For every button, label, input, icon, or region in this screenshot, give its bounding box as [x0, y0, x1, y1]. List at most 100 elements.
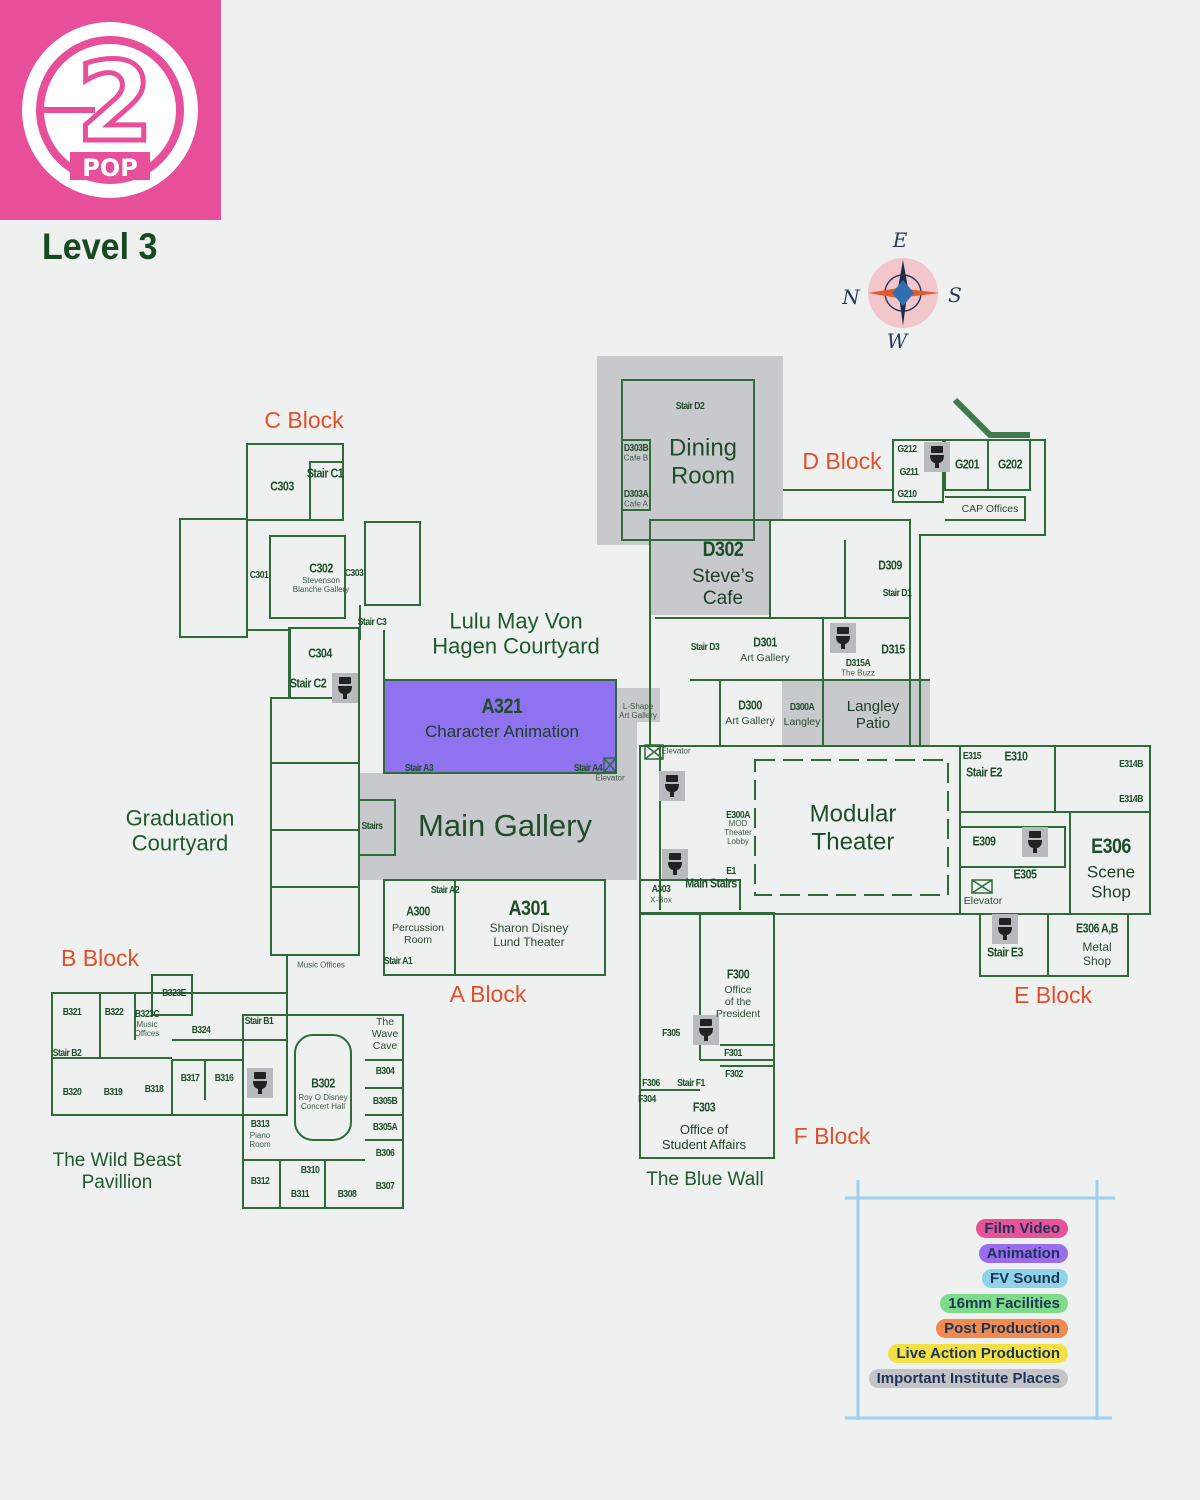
room-label-e314b-1: E314B — [1119, 757, 1143, 770]
room-label-a303: A303 — [651, 882, 671, 895]
room-label-b310: B310 — [300, 1163, 320, 1176]
room-label-b307: B307 — [375, 1179, 395, 1192]
room-label-d303a: D303A — [623, 487, 649, 500]
elevator-icon — [971, 879, 993, 894]
room-label-stair-d2: Stair D2 — [675, 399, 705, 412]
restroom-icon — [992, 914, 1018, 944]
room-label-a301-name: Sharon Disney Lund Theater — [489, 921, 569, 949]
legend-item: Live Action Production — [888, 1344, 1068, 1363]
room-label-d315a-name: The Buzz — [841, 668, 875, 678]
room-label-c303a: C303 — [270, 478, 294, 494]
room-label-d302: D302 — [702, 537, 744, 561]
room-label-stair-a3: Stair A3 — [404, 761, 434, 774]
room-label-b324: B324 — [191, 1023, 211, 1036]
room-label-d300: D300 — [738, 697, 762, 713]
block-label-e: E Block — [1014, 981, 1092, 1008]
legend-item: Film Video — [976, 1219, 1068, 1238]
room-label-b323c-name: Music Offices — [134, 1019, 160, 1038]
room-label-f301: F301 — [724, 1046, 742, 1059]
elevator-icon — [603, 757, 617, 773]
room-label-b311: B311 — [290, 1187, 310, 1200]
room-label-b302-name: Roy O Disney Concert Hall — [298, 1092, 348, 1111]
room-label-b312: B312 — [250, 1174, 270, 1187]
restroom-icon — [332, 673, 358, 703]
room-label-wave-cave: The Wave Cave — [371, 1015, 399, 1053]
room-label-e300a-name: MOD Theater Lobby — [724, 819, 752, 847]
room-label-e309: E309 — [972, 833, 996, 849]
room-label-b319: B319 — [103, 1085, 123, 1098]
pop-logo: 2 POP — [0, 0, 221, 220]
room-label-f303-name: Office of Student Affairs — [661, 1122, 747, 1152]
block-label-d: D Block — [802, 447, 882, 474]
room-label-b313: B313 — [250, 1117, 270, 1130]
room-label-elevator-d: Elevator — [661, 746, 691, 756]
room-label-stair-b2: Stair B2 — [52, 1046, 82, 1059]
room-label-b317: B317 — [180, 1071, 200, 1084]
room-label-d309: D309 — [878, 557, 902, 573]
room-label-g210: G210 — [897, 487, 917, 500]
room-label-b313-name: Piano Room — [249, 1130, 271, 1149]
legend-item: Post Production — [936, 1319, 1068, 1338]
room-label-e305: E305 — [1013, 866, 1037, 882]
wild-beast-label: The Wild Beast Pavillion — [52, 1150, 182, 1193]
room-label-f300: F300 — [726, 966, 750, 982]
important-areas — [360, 356, 930, 880]
courtyard-label: Lulu May Von Hagen Courtyard — [432, 608, 600, 659]
room-label-a300-name: Percussion Room — [392, 921, 444, 946]
room-label-f303: F303 — [692, 1099, 716, 1115]
room-label-c303b: C303 — [344, 566, 364, 579]
room-label-a303-name: X-Box — [650, 895, 672, 905]
room-label-e306ab: E306 A,B — [1076, 920, 1118, 936]
dining-room-label: Dining Room — [668, 434, 738, 489]
compass-east: E — [892, 228, 908, 252]
room-label-b305a: B305A — [372, 1120, 398, 1133]
graduation-courtyard-label: Graduation Courtyard — [125, 805, 235, 856]
room-label-b305b: B305B — [372, 1094, 398, 1107]
room-label-e314b-2: E314B — [1119, 792, 1143, 805]
room-label-f304: F304 — [638, 1092, 656, 1105]
room-label-stair-d3: Stair D3 — [690, 640, 720, 653]
level-title: Level 3 — [42, 226, 158, 267]
room-label-stair-c3: Stair C3 — [357, 615, 387, 628]
restroom-icon — [1022, 827, 1048, 857]
room-label-stair-e2: Stair E2 — [966, 764, 1002, 780]
svg-text:POP: POP — [82, 154, 138, 182]
room-label-d300a: D300A — [789, 700, 815, 713]
room-label-d302-name: Steve’s Cafe — [692, 566, 754, 609]
animation-area — [384, 680, 616, 773]
room-label-stair-a4: Stair A4 — [573, 761, 603, 774]
block-label-c: C Block — [264, 406, 344, 433]
room-label-b323c: B323C — [134, 1007, 160, 1020]
room-label-stair-c2: Stair C2 — [289, 675, 327, 691]
room-label-b318: B318 — [144, 1082, 164, 1095]
room-label-e1: E1 — [726, 864, 736, 877]
room-label-a321-name: Character Animation — [424, 722, 580, 742]
room-label-stair-a2: Stair A2 — [430, 883, 460, 896]
room-label-a300: A300 — [406, 903, 430, 919]
block-label-a: A Block — [449, 980, 527, 1007]
elevator-icon — [644, 744, 664, 760]
room-label-stairs: Stairs — [361, 819, 383, 832]
restroom-icon — [693, 1015, 719, 1045]
block-label-b: B Block — [61, 944, 139, 971]
room-label-b302: B302 — [311, 1075, 335, 1091]
legend-item: Important Institute Places — [868, 1369, 1068, 1388]
room-label-f306: F306 — [642, 1076, 660, 1089]
room-label-e315: E315 — [962, 749, 982, 762]
room-label-cap: CAP Offices — [961, 502, 1019, 515]
legend-frame — [845, 1180, 1115, 1420]
legend-item: 16mm Facilities — [940, 1294, 1068, 1313]
room-label-b321: B321 — [62, 1005, 82, 1018]
room-label-g212: G212 — [897, 442, 917, 455]
room-label-f300-name: Office of the President — [715, 983, 761, 1021]
room-label-main-stairs: Main Stairs — [685, 875, 737, 891]
pop-logo-icon: 2 POP — [22, 22, 198, 198]
restroom-icon — [247, 1068, 273, 1098]
room-label-d300-name: Art Gallery — [725, 714, 775, 727]
room-label-c302: C302 — [309, 560, 333, 576]
room-label-g202: G202 — [997, 456, 1023, 472]
room-label-b306: B306 — [375, 1146, 395, 1159]
room-label-e310: E310 — [1004, 748, 1028, 764]
